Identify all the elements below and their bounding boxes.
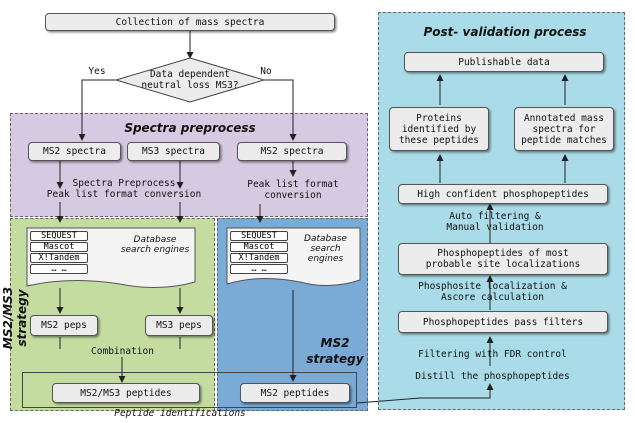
ms2-ms3-strategy-label: MS2/MS3 strategy [1, 286, 29, 350]
ms2-ms3-engines-label: Database search engines [120, 235, 190, 255]
ms2-engines-label: Database search engines [304, 234, 347, 264]
spectra-preprocess-title: Spectra preprocess [124, 121, 256, 135]
peptide-identifications-frame [22, 372, 357, 408]
pass-filters-box: Phosphopeptides pass filters [398, 311, 608, 333]
ms2-engine-mascot: Mascot [230, 242, 288, 252]
spectra-preprocess-region [10, 113, 368, 217]
post-validation-region [378, 12, 625, 410]
ms2-spectra-right-box: MS2 spectra [237, 142, 347, 161]
ms3-spectra-box: MS3 spectra [127, 142, 220, 161]
yes-label: Yes [88, 66, 106, 77]
post-validation-title: Post- validation process [423, 25, 587, 39]
ms2-peps-box: MS2 peps [30, 315, 98, 336]
proteins-identified-box: Proteins identified by these peptides [389, 107, 489, 151]
fdr-control-label: Filtering with FDR control [418, 349, 567, 360]
ms2-strategy-label: MS2 strategy [306, 336, 364, 366]
phosphosite-localization-label: Phosphosite localization & Ascore calcul… [418, 281, 567, 303]
ms2-ms3-peptides-box: MS2/MS3 peptides [52, 383, 200, 403]
publishable-data-box: Publishable data [404, 52, 604, 72]
ms2-engine-sequest: SEQUEST [230, 231, 288, 241]
auto-filtering-label: Auto filtering & Manual validation [446, 211, 544, 233]
peptide-identifications-label: Peptide identifications [114, 408, 246, 419]
ms2-peptides-box: MS2 peptides [240, 383, 350, 403]
engine-mascot: Mascot [30, 242, 88, 252]
ms2-engine-xtandem: X!Tandem [230, 253, 288, 263]
no-label: No [260, 66, 272, 77]
distill-phosphopeptides-label: Distill the phosphopeptides [415, 371, 570, 382]
collection-of-mass-spectra-box: Collection of mass spectra [45, 13, 335, 31]
ms2-spectra-left-box: MS2 spectra [28, 142, 121, 161]
annotated-spectra-box: Annotated mass spectra for peptide match… [514, 107, 614, 151]
engine-sequest: SEQUEST [30, 231, 88, 241]
high-confident-phosphopeptides-box: High confident phosphopeptides [398, 184, 608, 204]
most-probable-localizations-box: Phosphopeptides of most probable site lo… [398, 243, 608, 275]
peak-list-conversion-label: Peak list format conversion [247, 179, 339, 201]
spectra-preprocess-step-label: Spectra Preprocess Peak list format conv… [46, 178, 202, 200]
decision-label: Data dependent neutral loss MS3? [141, 69, 239, 91]
engine-xtandem: X!Tandem [30, 253, 88, 263]
combination-label: Combination [91, 346, 154, 357]
engine-more: … … [30, 264, 88, 274]
ms3-peps-box: MS3 peps [145, 315, 213, 336]
ms2-engine-more: … … [230, 264, 288, 274]
